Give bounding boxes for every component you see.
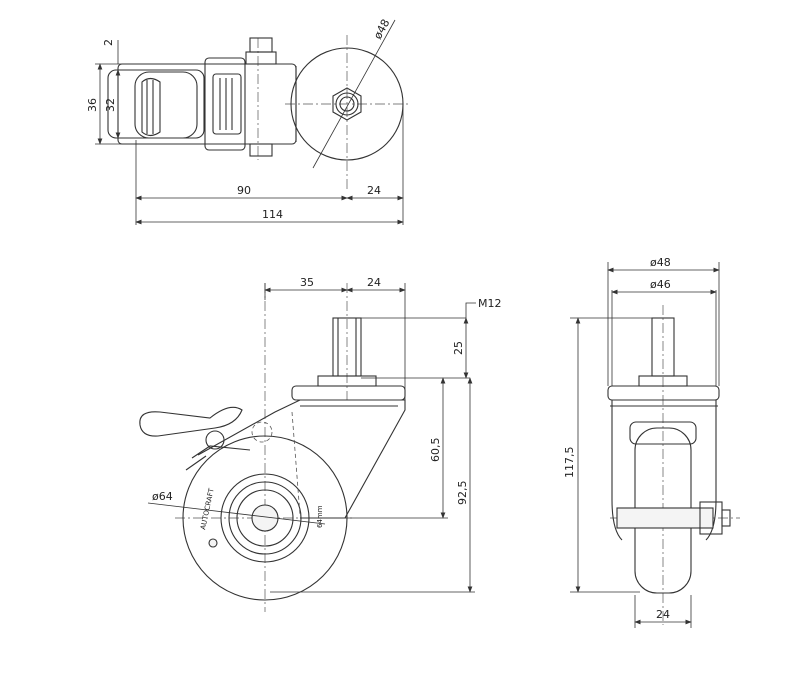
dim-117-5: 117,5 — [563, 447, 576, 479]
threaded-stem — [332, 317, 362, 377]
wheel-brand: AUTOCRAFT — [199, 487, 216, 531]
top-view: 2 36 32 ø48 90 24 114 — [86, 17, 410, 225]
dim-24-top: 24 — [367, 184, 381, 197]
thread-m12: M12 — [478, 297, 502, 310]
side-view: 35 24 M12 25 60,5 92,5 ø64 AUTOCRAFT 64m… — [139, 276, 502, 612]
dim-92-5: 92,5 — [456, 481, 469, 506]
dim-25: 25 — [452, 341, 465, 355]
dim-dia48-front: ø48 — [650, 256, 671, 269]
dim-36: 36 — [86, 98, 99, 112]
front-view: ø48 ø46 117,5 24 — [563, 256, 740, 628]
wheel-size-mark: 64mm — [316, 505, 324, 528]
dim-24-front: 24 — [656, 608, 670, 621]
axle — [251, 504, 279, 532]
dim-114: 114 — [262, 208, 283, 221]
dim-dia48-top: ø48 — [371, 17, 392, 41]
brake-pedal — [139, 406, 243, 437]
front-top-plate — [607, 385, 720, 401]
dim-35: 35 — [300, 276, 314, 289]
fork — [197, 399, 406, 519]
dim-2: 2 — [102, 39, 115, 46]
hex-nut — [332, 87, 362, 121]
top-plate — [291, 385, 406, 401]
dim-dia46-front: ø46 — [650, 278, 671, 291]
brake-body — [117, 63, 297, 145]
dim-dia64: ø64 — [152, 490, 173, 503]
dim-32: 32 — [104, 98, 117, 112]
dim-24-side: 24 — [367, 276, 381, 289]
dim-60-5: 60,5 — [429, 438, 442, 463]
dim-90: 90 — [237, 184, 251, 197]
